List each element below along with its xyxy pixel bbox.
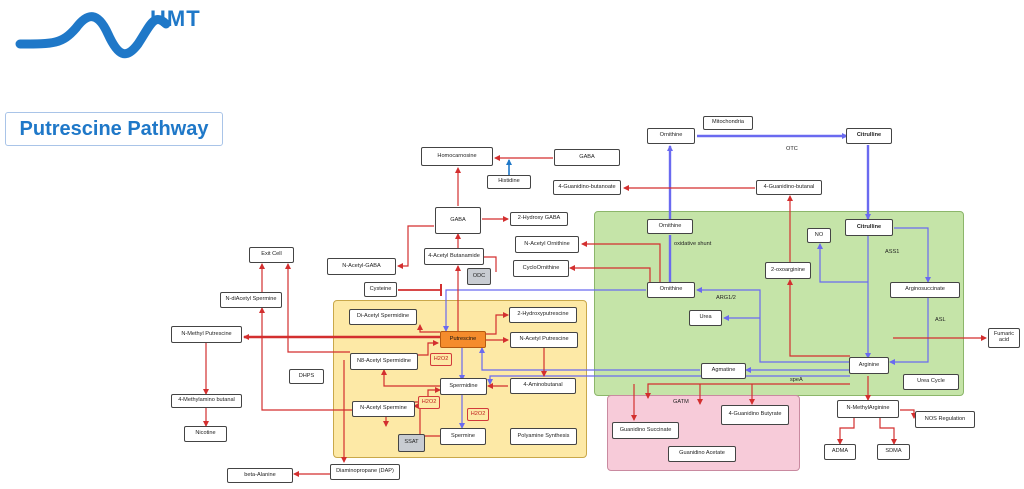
node-guanidino-butanal[interactable]: 4-Guanidino-butanal <box>756 180 822 195</box>
node-n-diacetyl-spermine[interactable]: N-diAcetyl Spermine <box>220 292 282 308</box>
node-guanidino-acetate[interactable]: Guanidino Acetate <box>668 446 736 462</box>
node-spermine[interactable]: Spermine <box>440 428 486 445</box>
node-ornithine-top[interactable]: Ornithine <box>647 128 695 144</box>
node-urea[interactable]: Urea <box>689 310 722 326</box>
node-methylamino-butanal[interactable]: 4-Methylamino butanal <box>171 394 242 408</box>
nmethylarginine-sdma-link <box>879 418 897 445</box>
node-gaba[interactable]: GABA <box>435 207 481 234</box>
node-citrulline-top[interactable]: Citrulline <box>846 128 892 144</box>
acetylbutanamide-exitcell-link <box>484 256 497 272</box>
node-n-acetyl-ornithine[interactable]: N-Acetyl Ornithine <box>515 236 579 253</box>
spermidine-n8acetyl-link <box>381 369 440 387</box>
node-spermidine[interactable]: Spermidine <box>440 378 487 395</box>
node-nos-regulation[interactable]: NOS Regulation <box>915 411 975 428</box>
agmatine-putrescine-link <box>479 347 700 371</box>
node-n-acetyl-putrescine[interactable]: N-Acetyl Putrescine <box>510 332 578 348</box>
node-sdma[interactable]: SDMA <box>877 444 910 460</box>
node-cysteine[interactable]: Cysteine <box>364 282 397 297</box>
nmethylarginine-nos-link <box>900 409 917 419</box>
node-putrescine[interactable]: Putrescine <box>440 331 486 348</box>
gaba-nacetylgaba-link <box>397 225 434 269</box>
ornithine-nacetylornithine-link <box>581 241 661 283</box>
citrulline-argininosuccinate-link <box>894 227 931 283</box>
node-n-acetyl-gaba[interactable]: N-Acetyl-GABA <box>327 258 396 275</box>
node-fumaric-acid[interactable]: Fumaric acid <box>988 328 1020 348</box>
node-agmatine[interactable]: Agmatine <box>701 363 746 379</box>
node-diaminopropane[interactable]: Diaminopropane (DAP) <box>330 464 400 480</box>
node-hydroxy-gaba[interactable]: 2-Hydroxy GABA <box>510 212 568 226</box>
arginine-oxoarginine-link <box>787 279 850 357</box>
node-histidine[interactable]: Histidine <box>487 175 531 189</box>
ornithine-cycloornithine-link <box>569 265 651 283</box>
n8acetyl-exitcell-link <box>285 263 350 353</box>
node-guanidino-succinate[interactable]: Guanidino Succinate <box>612 422 679 439</box>
node-no[interactable]: NO <box>807 228 831 243</box>
node-oxoarginine[interactable]: 2-oxoarginine <box>765 262 811 279</box>
node-ornithine-low[interactable]: Ornithine <box>647 282 695 298</box>
node-odc[interactable]: ODC <box>467 268 491 285</box>
node-polyamine-synthesis[interactable]: Polyamine Synthesis <box>510 428 577 445</box>
node-n-methyl-putrescine[interactable]: N-Methyl Putrescine <box>171 326 242 343</box>
label-spea: speA <box>790 377 803 383</box>
node-homocarnosine[interactable]: Homocarnosine <box>421 147 493 166</box>
label-oxidative-shunt: oxidative shunt <box>674 241 712 247</box>
page-title: Putrescine Pathway <box>5 112 223 146</box>
label-otc: OTC <box>786 146 798 152</box>
node-acetyl-butanamide[interactable]: 4-Acetyl Butanamide <box>424 248 484 265</box>
arginine-gatm-link <box>645 383 850 399</box>
label-asl: ASL <box>935 317 946 323</box>
node-n8-acetyl-spermidine[interactable]: N8-Acetyl Spermidine <box>350 353 418 370</box>
n8acetyl-putrescine-link <box>416 340 439 356</box>
node-h2o2-b[interactable]: H2O2 <box>418 396 440 409</box>
node-beta-alanine[interactable]: beta-Alanine <box>227 468 293 483</box>
hmt-wave-icon <box>15 12 171 59</box>
putrescine-hydroxyputrescine-link <box>486 312 509 335</box>
node-gaba-top[interactable]: GABA <box>554 149 620 166</box>
hmt-logo: HMT <box>14 4 204 66</box>
node-urea-cycle[interactable]: Urea Cycle <box>903 374 959 390</box>
node-cyclo-ornithine[interactable]: CycloOrnithine <box>513 260 569 277</box>
arginine-no-link <box>817 243 868 283</box>
node-ssat[interactable]: SSAT <box>398 434 425 452</box>
node-ornithine-mid[interactable]: Ornithine <box>647 219 693 234</box>
label-ass1: ASS1 <box>885 249 900 255</box>
node-exit-cell[interactable]: Exit Cell <box>249 247 294 263</box>
node-dhps[interactable]: DHPS <box>289 369 324 384</box>
node-aminobutanal[interactable]: 4-Aminobutanal <box>510 378 576 394</box>
arginine-ornithine-link <box>696 287 850 363</box>
ornithine-putrescine-link <box>443 289 646 332</box>
nmethylarginine-adma-link <box>837 418 855 445</box>
logo-text: HMT <box>150 6 201 31</box>
node-argininosuccinate[interactable]: Arginosuccinate <box>890 282 960 298</box>
node-n-acetyl-spermine[interactable]: N-Acetyl Spermine <box>352 401 415 417</box>
node-nicotine[interactable]: Nicotine <box>184 426 227 442</box>
node-h2o2-c[interactable]: H2O2 <box>467 408 489 421</box>
node-h2o2-a[interactable]: H2O2 <box>430 353 452 366</box>
nacetylspermine-ndiacetyl-link <box>259 307 352 411</box>
node-citrulline-mid[interactable]: Citrulline <box>845 219 893 236</box>
node-di-acetyl-spermidine[interactable]: Di-Acetyl Spermidine <box>349 309 417 325</box>
argininosuccinate-arginine-link <box>889 298 929 365</box>
node-guanidino-butyrate[interactable]: 4-Guanidino Butyrate <box>721 405 789 425</box>
spermine-nacetylspermine-link <box>413 403 440 437</box>
mitochondria-region <box>594 211 964 396</box>
node-n-methylarginine[interactable]: N-MethylArginine <box>837 400 899 418</box>
node-adma[interactable]: ADMA <box>824 444 856 460</box>
label-gatm: GATM <box>673 399 689 405</box>
node-arginine[interactable]: Arginine <box>849 357 889 374</box>
node-mitochondria[interactable]: Mitochondria <box>703 116 753 130</box>
label-arg12: ARG1/2 <box>716 295 736 301</box>
putrescine-diacetylspermidine-link <box>417 324 440 333</box>
node-hydroxyputrescine[interactable]: 2-Hydroxyputrescine <box>509 307 577 323</box>
node-guanidino-butanoate[interactable]: 4-Guanidino-butanoate <box>553 180 621 195</box>
